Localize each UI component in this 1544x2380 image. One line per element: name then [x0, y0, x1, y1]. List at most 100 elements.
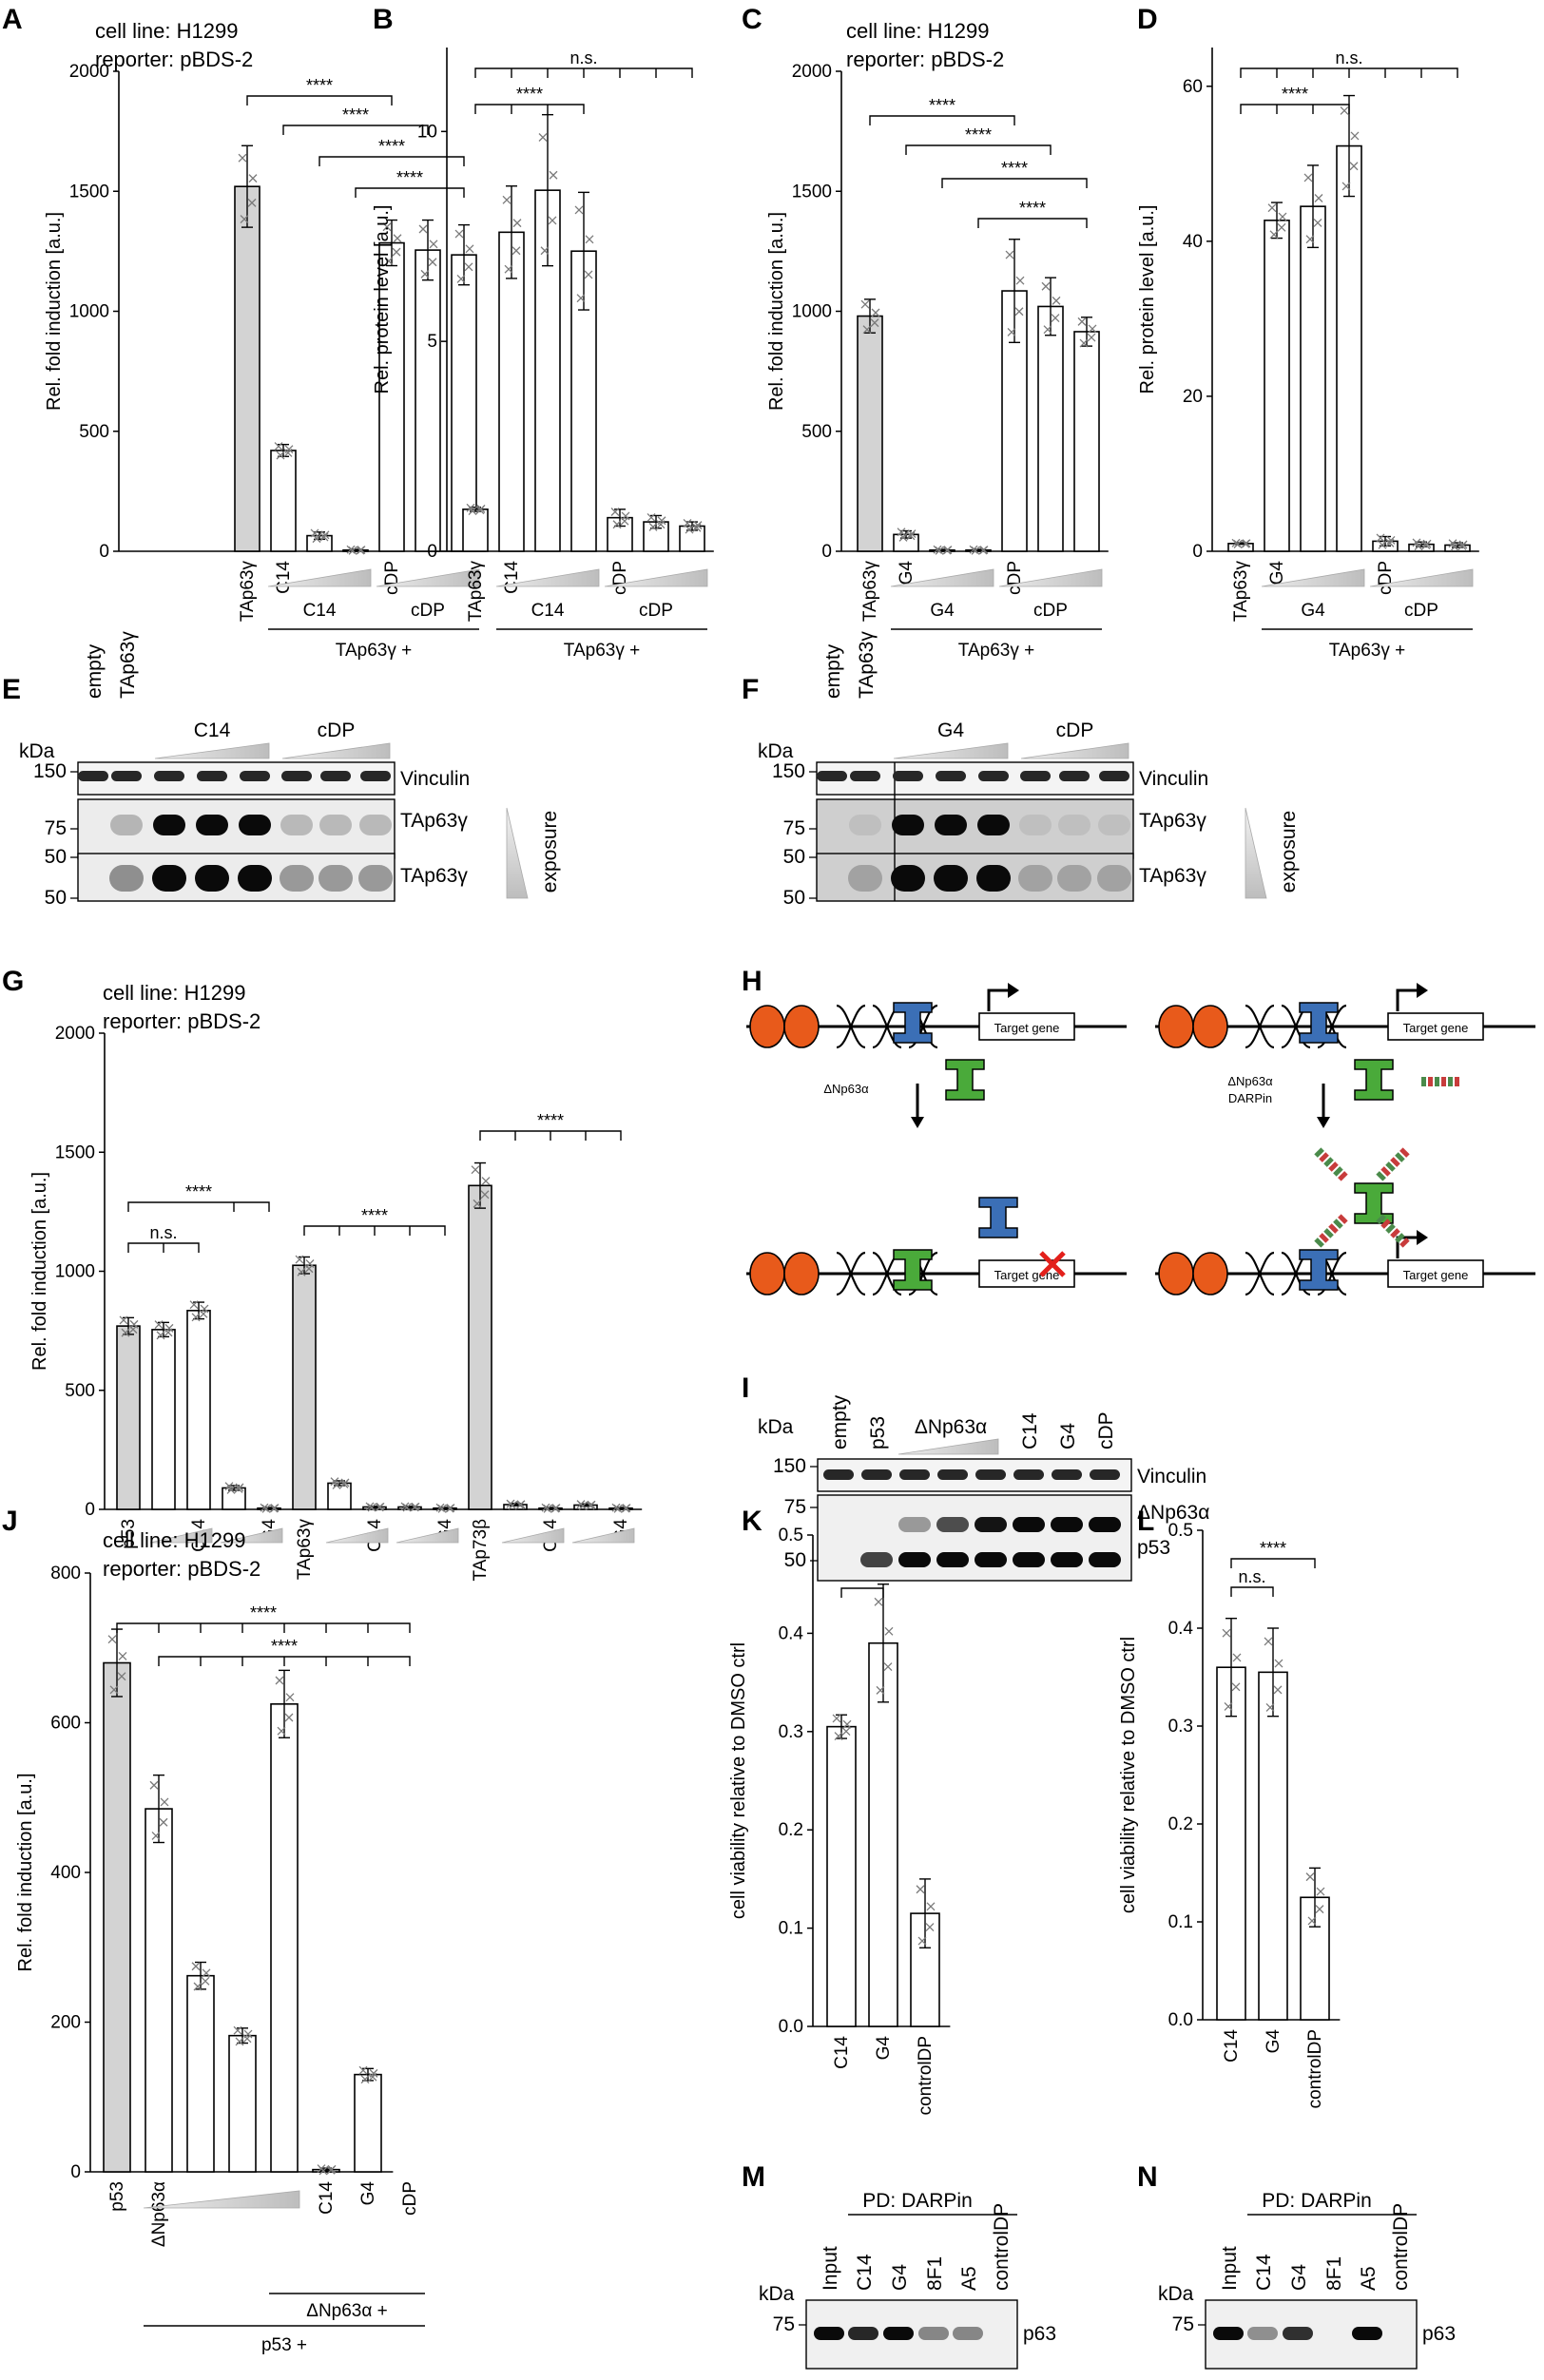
significance-label: ****	[1260, 1539, 1286, 1558]
x-mark-icon	[1422, 539, 1432, 548]
x-mark-icon	[516, 1500, 526, 1509]
blot-band	[1283, 2327, 1313, 2340]
chart-title-line: cell line: H1299	[103, 1528, 245, 1552]
x-tick-label: TAp63γ	[238, 561, 258, 623]
dna-helix	[1245, 1004, 1275, 1049]
y-tick-label: 0.4	[1168, 1619, 1194, 1639]
wedge-icon	[325, 1527, 389, 1544]
blot-band	[935, 815, 967, 835]
band-label: TAp63γ	[400, 810, 468, 832]
x-mark-icon	[367, 1503, 376, 1512]
significance-label: ****	[1282, 85, 1308, 104]
target-gene-label: Target gene	[1403, 1021, 1469, 1035]
y-axis-label: cell viability relative to DMSO ctrl	[1118, 1637, 1139, 1913]
x-mark-icon	[1458, 540, 1468, 549]
dna-helix	[1317, 1251, 1347, 1296]
y-tick-label: 0	[427, 542, 437, 562]
significance-label: ****	[185, 1182, 212, 1201]
x-mark-icon	[870, 318, 879, 328]
x-mark-icon	[1077, 317, 1087, 326]
x-mark-icon	[1052, 296, 1061, 305]
x-mark-icon	[446, 1504, 455, 1513]
wedge-icon	[998, 568, 1103, 587]
lane-label: 8F1	[1323, 2256, 1345, 2291]
x-tick-label: p53	[107, 2181, 127, 2212]
blot-band	[899, 1469, 930, 1480]
blot-band	[111, 771, 142, 781]
darpin-icon	[1441, 1077, 1446, 1086]
significance-bracket	[977, 218, 1088, 228]
bar	[1258, 1671, 1288, 2021]
bar	[826, 1725, 857, 2027]
lane-label: G4	[889, 2264, 911, 2291]
wedge-icon	[501, 1527, 565, 1544]
blot-band	[1052, 1469, 1082, 1480]
darpin-segment	[1385, 1223, 1396, 1234]
x-mark-icon	[971, 546, 980, 555]
x-mark-icon	[860, 299, 870, 309]
darpin-segment	[1338, 1171, 1348, 1181]
blot-band	[823, 1469, 854, 1480]
x-mark-icon	[620, 516, 629, 526]
x-mark-icon	[1349, 162, 1359, 171]
blot-band	[1352, 2327, 1382, 2340]
x-tick-label: ΔNp63α	[149, 2181, 169, 2247]
x-mark-icon	[284, 1713, 294, 1722]
x-mark-icon	[1414, 542, 1423, 551]
x-mark-icon	[465, 244, 474, 254]
x-mark-icon	[1376, 533, 1385, 543]
x-mark-icon	[1450, 542, 1459, 551]
x-mark-icon	[285, 1693, 295, 1702]
x-mark-icon	[610, 508, 620, 516]
blot-band	[359, 815, 392, 835]
nucleosome-icon	[749, 1252, 785, 1296]
x-mark-icon	[107, 1635, 117, 1644]
x-mark-icon	[551, 1504, 561, 1513]
lane-group-label: cDP	[318, 720, 356, 741]
x-mark-icon	[578, 1502, 588, 1510]
bar	[570, 250, 597, 552]
panel-label-j: J	[2, 1506, 18, 1537]
x-mark-icon	[238, 153, 247, 163]
blot-band	[976, 865, 1011, 892]
x-mark-icon	[332, 1480, 341, 1489]
x-mark-icon	[128, 1325, 138, 1334]
significance-label: n.s.	[1238, 1567, 1265, 1586]
x-mark-icon	[154, 1320, 164, 1330]
darpin-segment	[1314, 1147, 1324, 1158]
x-mark-icon	[420, 269, 430, 278]
x-mark-icon	[1264, 1637, 1273, 1646]
x-tick-label: C14	[274, 561, 294, 594]
x-mark-icon	[480, 1190, 490, 1200]
x-tick-label: C14	[502, 561, 522, 594]
bar	[1216, 1666, 1246, 2021]
x-mark-icon	[1051, 314, 1060, 323]
lane-label: Input	[820, 2246, 841, 2291]
dna-helix	[908, 1004, 938, 1049]
darpin-segment	[1390, 1228, 1400, 1238]
lane-group-label: ΔNp63α	[915, 1416, 987, 1438]
x-mark-icon	[1273, 1685, 1283, 1695]
x-mark-icon	[1316, 1887, 1325, 1896]
band-label: p63	[1023, 2323, 1056, 2345]
significance-bracket	[1230, 1586, 1274, 1597]
x-mark-icon	[1303, 173, 1313, 182]
nucleosome-icon	[783, 1005, 820, 1048]
x-mark-icon	[1015, 276, 1025, 285]
significance-bracket	[840, 1587, 884, 1598]
darpin-icon	[1314, 1214, 1348, 1248]
y-tick-label: 1500	[55, 1142, 95, 1162]
band-label: p63	[1422, 2323, 1456, 2345]
lane-label: C14	[1253, 2254, 1275, 2291]
bar	[868, 1641, 898, 2027]
x-mark-icon	[613, 1504, 623, 1513]
exposure-label: exposure	[1278, 811, 1300, 892]
y-axis-label: cell viability relative to DMSO ctrl	[728, 1642, 749, 1919]
lane-label: C14	[1019, 1412, 1041, 1449]
blot-band	[975, 1552, 1007, 1567]
x-mark-icon	[476, 504, 486, 513]
blot-band	[281, 771, 312, 781]
